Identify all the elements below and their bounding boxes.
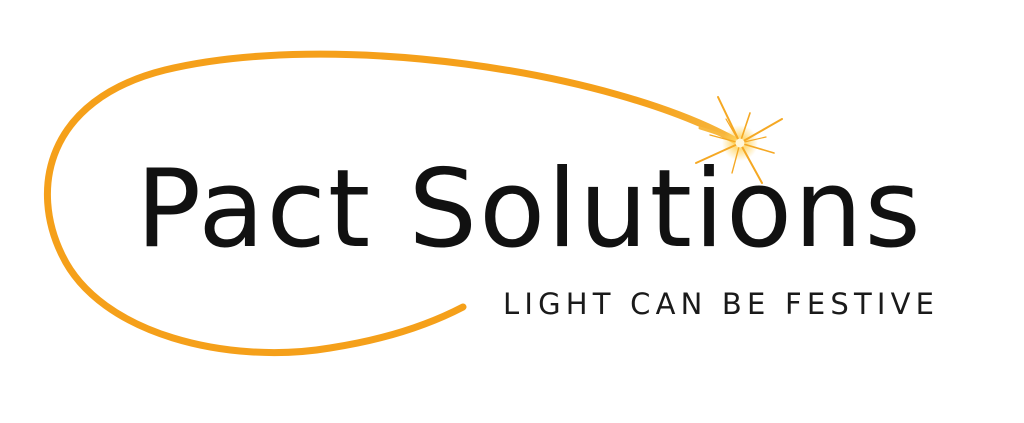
- tagline: LIGHT CAN BE FESTIVE: [503, 287, 940, 321]
- brand-name: Pact Solutions: [136, 147, 923, 272]
- sparkle-icon: [695, 96, 783, 184]
- swoosh-arc: [43, 50, 742, 357]
